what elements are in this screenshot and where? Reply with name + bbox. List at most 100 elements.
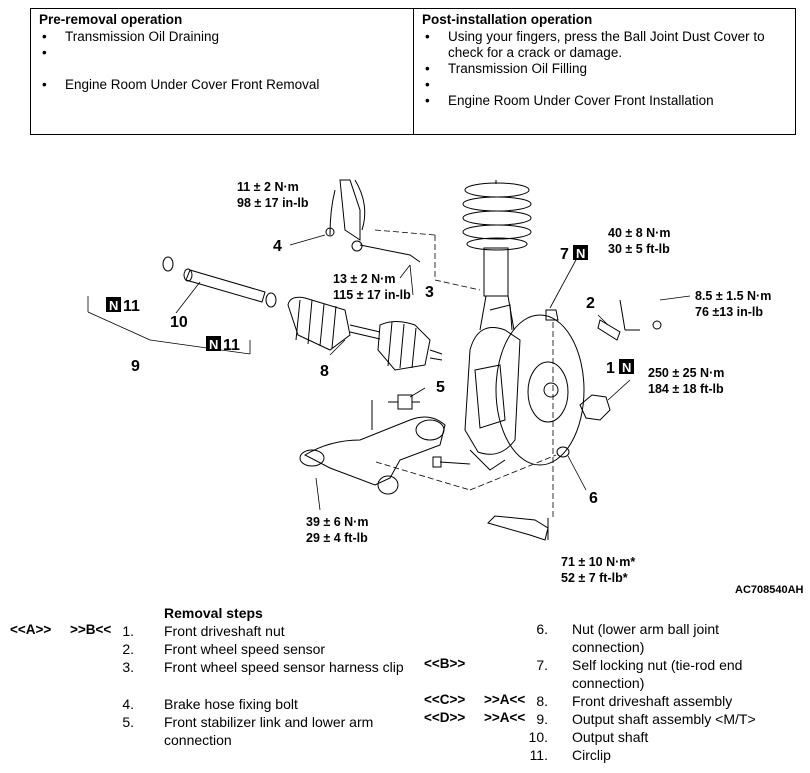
post-installation-column: Post-installation operation Using your f… (414, 9, 795, 134)
torque-label: 29 ± 4 ft-lb (306, 531, 368, 545)
list-item: Transmission Oil Filling (422, 61, 787, 77)
post-installation-list: Using your fingers, press the Ball Joint… (422, 29, 787, 109)
lower-arm-illustration (299, 400, 446, 495)
service-mark: >>A<< (484, 710, 525, 725)
service-mark: <<D>> (424, 710, 465, 725)
step-text: Front driveshaft nut (164, 623, 285, 639)
callout-2: 2 (586, 295, 595, 312)
service-mark-label: >>B<< (70, 622, 112, 637)
leader-lines (87, 229, 691, 520)
post-installation-title: Post-installation operation (422, 12, 593, 27)
torque-label: 40 ± 8 N·m (608, 226, 670, 240)
step-number: 3. (122, 659, 134, 675)
list-item: Transmission Oil Draining (39, 29, 405, 45)
pre-removal-title: Pre-removal operation (39, 12, 183, 27)
torque-label: 11 ± 2 N·m (237, 180, 299, 194)
n-badge-label: N (109, 298, 118, 313)
step-number: 6. (536, 621, 548, 637)
torque-label: 184 ± 18 ft-lb (648, 382, 724, 396)
removal-step: 7. Self locking nut (tie-rod end connect… (518, 656, 798, 692)
n-badge (106, 297, 121, 312)
removal-step: 4. Brake hose fixing bolt (104, 695, 404, 713)
removal-step: 6. Nut (lower arm ball joint connection) (518, 620, 798, 656)
service-mark-label: <<C>> (424, 692, 466, 707)
pre-removal-list: Transmission Oil Draining Engine Room Un… (39, 29, 405, 93)
torque-label: 30 ± 5 ft-lb (608, 242, 670, 256)
step-text: Nut (lower arm ball joint connection) (572, 621, 720, 656)
list-spacer (422, 77, 787, 93)
torque-label: 98 ± 17 in-lb (237, 196, 309, 210)
callout-11: 11 (223, 337, 240, 354)
callout-6: 6 (589, 490, 598, 507)
service-mark: <<B>> (424, 656, 465, 671)
step-number: 2. (122, 641, 134, 657)
torque-label: 52 ± 7 ft-lb* (561, 571, 628, 585)
n-badge-label: N (576, 246, 585, 261)
nut-illustration (432, 309, 611, 468)
tie-rod-end-illustration (487, 515, 549, 541)
callout-9: 9 (131, 358, 140, 375)
service-mark-label: >>A<< (484, 692, 526, 707)
removal-step: 5. Front stabilizer link and lower arm c… (104, 713, 404, 749)
step-text: Brake hose fixing bolt (164, 696, 298, 712)
service-mark-label: <<D>> (424, 710, 466, 725)
coil-spring-strut-illustration (462, 180, 532, 331)
step-number: 11. (529, 747, 548, 763)
service-mark-label: <<A>> (10, 622, 52, 637)
removal-step: 10. Output shaft (518, 728, 798, 746)
step-text: Output shaft assembly <M/T> (572, 711, 756, 727)
removal-step: 9. Output shaft assembly <M/T> (518, 710, 798, 728)
n-badge-label: N (209, 337, 218, 352)
removal-step: 8. Front driveshaft assembly (518, 692, 798, 710)
callout-4: 4 (273, 238, 282, 255)
torque-label: 39 ± 6 N·m (306, 515, 368, 529)
torque-label: 71 ± 10 N·m* (561, 555, 635, 569)
list-item: Using your fingers, press the Ball Joint… (422, 29, 787, 61)
step-number: 1. (122, 623, 134, 639)
torque-label: 250 ± 25 N·m (648, 366, 724, 380)
step-text: Output shaft (572, 729, 649, 745)
step-number: 4. (122, 696, 134, 712)
service-mark: >>A<< (484, 692, 525, 707)
torque-label: 76 ±13 in-lb (695, 305, 763, 319)
pre-removal-column: Pre-removal operation Transmission Oil D… (31, 9, 414, 134)
callout-3: 3 (425, 284, 434, 301)
removal-step: 1. Front driveshaft nut (104, 622, 404, 640)
step-text: Front wheel speed sensor harness clip (164, 659, 404, 675)
service-mark-label: <<B>> (424, 656, 466, 671)
service-mark-label: >>A<< (484, 710, 526, 725)
service-mark: >>B<< (70, 622, 111, 637)
removal-step: 2. Front wheel speed sensor (104, 640, 404, 658)
list-item: Engine Room Under Cover Front Removal (39, 77, 405, 93)
torque-label: 13 ± 2 N·m (333, 272, 395, 286)
front-suspension-exploded-diagram: 11 ± 2 N·m 98 ± 17 in-lb 13 ± 2 N·m 115 … (87, 179, 804, 596)
step-number: 7. (536, 657, 548, 673)
step-text: Circlip (572, 747, 611, 763)
brake-hose-sensor-harness-illustration (325, 179, 421, 263)
n-badges: N N N N (106, 245, 634, 375)
callout-8: 8 (320, 363, 329, 380)
output-shaft-illustration (162, 256, 277, 308)
removal-step: 11. Circlip (518, 746, 798, 764)
callout-1: 1 (606, 360, 615, 377)
stabilizer-link-illustration (388, 394, 420, 410)
callout-11: 11 (123, 298, 140, 315)
service-mark: <<C>> (424, 692, 465, 707)
step-number: 8. (536, 693, 548, 709)
step-number: 5. (122, 714, 134, 730)
n-badge (573, 245, 588, 260)
list-spacer (39, 45, 405, 77)
step-text: Self locking nut (tie-rod end connection… (572, 657, 743, 692)
step-number: 9. (536, 711, 548, 727)
driveshaft-illustration (287, 296, 443, 371)
operations-table: Pre-removal operation Transmission Oil D… (30, 8, 796, 135)
figure-id: AC708540AH (735, 584, 804, 596)
n-badge (206, 336, 221, 351)
step-number: 10. (528, 729, 548, 745)
step-text: Front driveshaft assembly (572, 693, 733, 709)
list-item: Engine Room Under Cover Front Installati… (422, 93, 787, 109)
torque-label: 115 ± 17 in-lb (333, 288, 411, 302)
knuckle-brake-assembly-illustration (464, 304, 585, 471)
callout-7: 7 (560, 246, 569, 263)
n-badge-label: N (622, 360, 631, 375)
